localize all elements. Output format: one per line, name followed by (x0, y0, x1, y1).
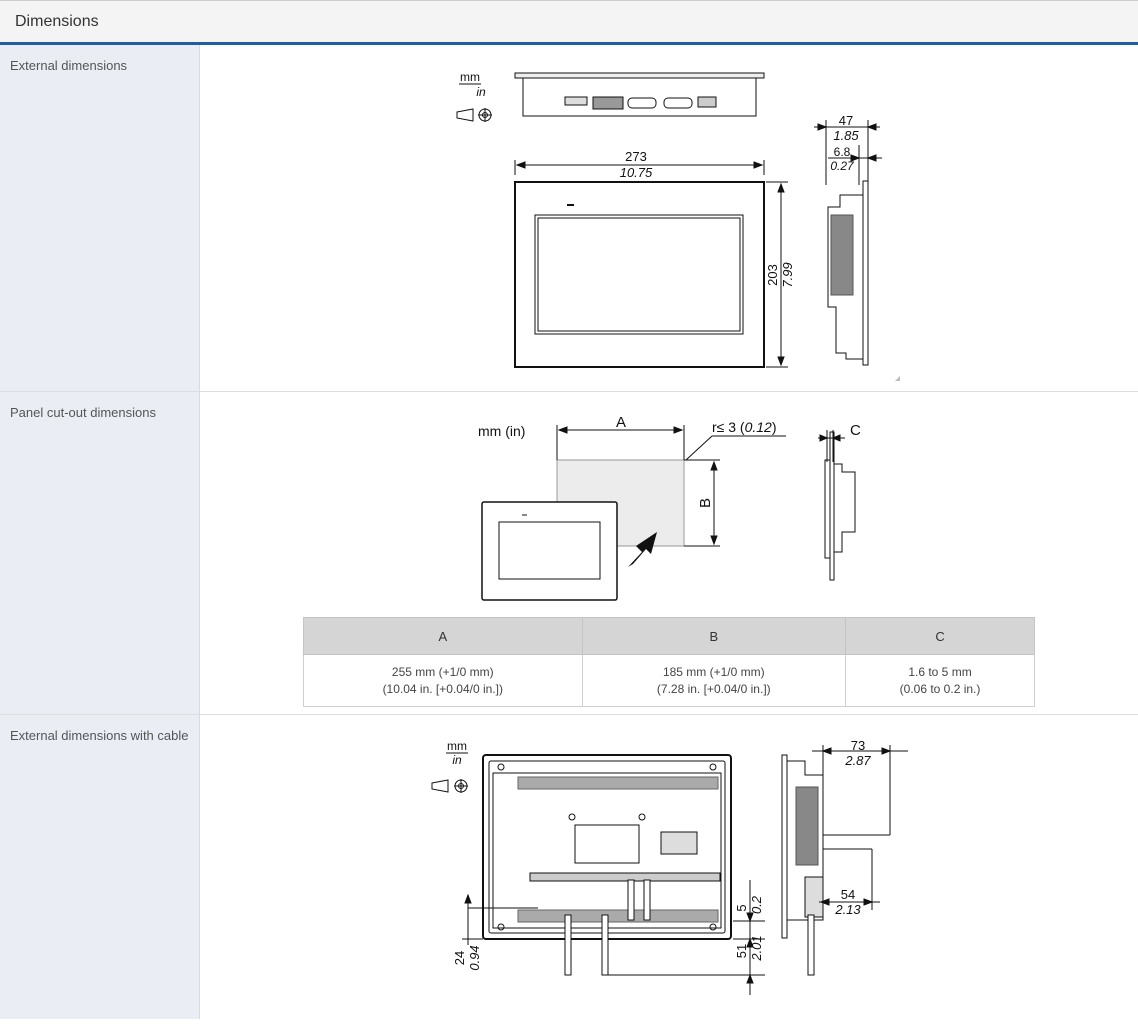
table-cell-b: 185 mm (+1/0 mm)(7.28 in. [+0.04/0 in.]) (581, 654, 847, 707)
section-header: Dimensions (0, 0, 1138, 45)
table-header-b: B (581, 617, 847, 655)
row-label-cutout: Panel cut-out dimensions (0, 392, 200, 714)
insert-arrow-icon (628, 532, 657, 567)
width-mm-label: 273 (625, 149, 647, 164)
row-external-dimensions: External dimensions mm in (0, 45, 1138, 392)
bottom-mm-label: 24 (452, 951, 467, 965)
cable-unit-in: in (452, 753, 462, 767)
bottom-in-label: 0.94 (467, 945, 482, 970)
gap-mm-label: 5 (734, 904, 749, 911)
dim-a-label: A (616, 414, 626, 431)
side-depth-dimension (812, 745, 908, 910)
table-header-a: A (303, 617, 583, 655)
width-in-label: 10.75 (620, 165, 653, 180)
row-external-cable: External dimensions with cable mm in (0, 715, 1138, 1019)
cable-unit-mm: mm (447, 739, 467, 753)
cable-dimensions-svg: mm in (431, 738, 908, 995)
side-view (827, 180, 869, 366)
unit-mm: mm (460, 70, 480, 84)
height-mm-label: 203 (765, 264, 780, 286)
cable-in-label: 2.01 (749, 935, 764, 961)
front-view (514, 181, 765, 368)
cutout-table: A B C 255 mm (+1/0 mm)(10.04 in. [+0.04/… (303, 617, 1035, 707)
conn-in-label: 2.13 (834, 902, 861, 917)
external-dimensions-svg: mm in (456, 70, 900, 381)
dim-c-label: C (850, 422, 861, 439)
bezel-in-label: 0.27 (830, 159, 855, 173)
cutout-units-label: mm (in) (478, 423, 525, 439)
gap-in-label: 0.2 (749, 895, 764, 914)
depth-dimension (814, 120, 882, 185)
dimension-c (818, 430, 845, 462)
table-header-c: C (845, 617, 1035, 655)
table-row: 255 mm (+1/0 mm)(10.04 in. [+0.04/0 in.]… (303, 654, 1035, 707)
dimension-a (556, 425, 685, 460)
cable-dimensions-drawing: mm in (200, 715, 1138, 1019)
depth-mm-label: 47 (839, 113, 853, 128)
projection-symbol-icon (431, 779, 468, 793)
radius-label: r≤ 3 (0.12) (712, 419, 777, 435)
row-label-cable: External dimensions with cable (0, 715, 200, 1019)
side-depth-in-label: 2.87 (844, 753, 871, 768)
side-depth-mm-label: 73 (851, 738, 865, 753)
rear-view (482, 754, 732, 940)
panel-cutout-content: mm (in) A B r≤ 3 (0.12) (200, 392, 1138, 714)
width-dimension (514, 160, 765, 175)
bezel-mm-label: 6.8 (834, 145, 851, 159)
external-dimensions-drawing: mm in (200, 45, 1138, 391)
top-view (514, 72, 765, 117)
height-in-label: 7.99 (780, 262, 795, 287)
cable-length-dimension (605, 880, 765, 995)
projection-symbol-icon (456, 108, 492, 122)
row-panel-cutout: Panel cut-out dimensions mm (in) A B (0, 392, 1138, 715)
table-cell-c: 1.6 to 5 mm(0.06 to 0.2 in.) (845, 654, 1035, 707)
row-label-external: External dimensions (0, 45, 200, 391)
unit-in: in (476, 85, 486, 99)
cables (564, 879, 651, 976)
resize-corner-icon (895, 376, 900, 381)
panel-cutout-svg: mm (in) A B r≤ 3 (0.12) (478, 414, 861, 601)
conn-mm-label: 54 (841, 887, 855, 902)
dim-b-label: B (697, 498, 714, 508)
bottom-offset-dimension (462, 893, 538, 945)
panel-small-view (481, 501, 618, 601)
cable-mm-label: 51 (734, 944, 749, 958)
table-cell-a: 255 mm (+1/0 mm)(10.04 in. [+0.04/0 in.]… (303, 654, 583, 707)
page-title: Dimensions (15, 12, 99, 30)
cutout-side-view (824, 431, 856, 581)
dimension-b (684, 459, 720, 547)
cable-side-view (781, 754, 890, 976)
height-dimension (766, 181, 788, 368)
depth-in-label: 1.85 (833, 128, 859, 143)
